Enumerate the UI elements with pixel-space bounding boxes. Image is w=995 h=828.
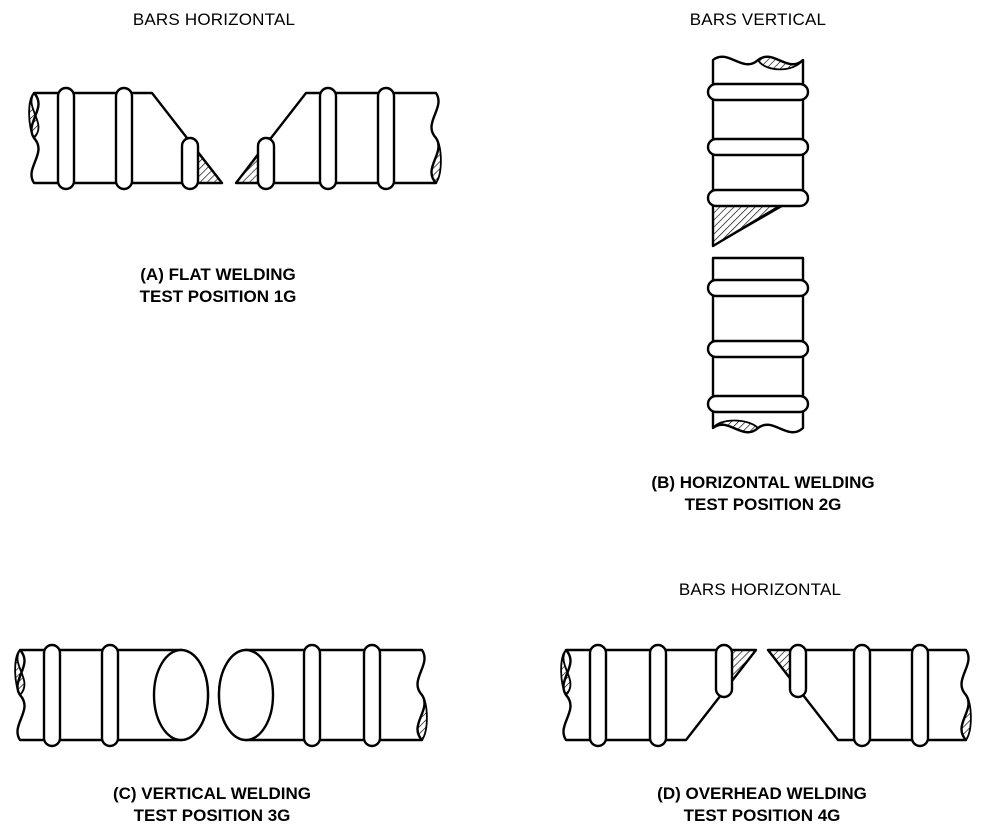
bar-2g-lower: [706, 256, 810, 434]
panel-d-caption-line2: TEST POSITION 4G: [683, 806, 841, 825]
panel-b-caption-line1: (B) HORIZONTAL WELDING: [651, 473, 875, 492]
bar-1g-right: [234, 86, 442, 191]
panel-d-caption-line1: (D) OVERHEAD WELDING: [657, 784, 867, 803]
bar-1g-left: [28, 86, 224, 191]
bar-2g-upper: [706, 55, 810, 248]
panel-d-heading: BARS HORIZONTAL: [678, 580, 842, 599]
bar-3g-right: [217, 643, 428, 748]
panel-b-caption-line2: TEST POSITION 2G: [684, 495, 842, 514]
bar-4g-left: [560, 643, 758, 748]
panel-c-caption-line1: (C) VERTICAL WELDING: [112, 784, 311, 803]
panel-b-heading: BARS VERTICAL: [689, 10, 827, 29]
bar-4g-right: [766, 643, 972, 748]
panel-a-caption: (A) FLAT WELDING TEST POSITION 1G: [68, 264, 368, 308]
panel-a-caption-line2: TEST POSITION 1G: [139, 287, 297, 306]
panel-d-caption: (D) OVERHEAD WELDING TEST POSITION 4G: [612, 783, 912, 827]
panel-b-caption: (B) HORIZONTAL WELDING TEST POSITION 2G: [588, 472, 938, 516]
panel-a-caption-line1: (A) FLAT WELDING: [140, 265, 296, 284]
panel-c-caption-line2: TEST POSITION 3G: [133, 806, 291, 825]
bar-3g-left: [14, 643, 210, 748]
panel-c-caption: (C) VERTICAL WELDING TEST POSITION 3G: [62, 783, 362, 827]
panel-a-heading: BARS HORIZONTAL: [132, 10, 296, 29]
